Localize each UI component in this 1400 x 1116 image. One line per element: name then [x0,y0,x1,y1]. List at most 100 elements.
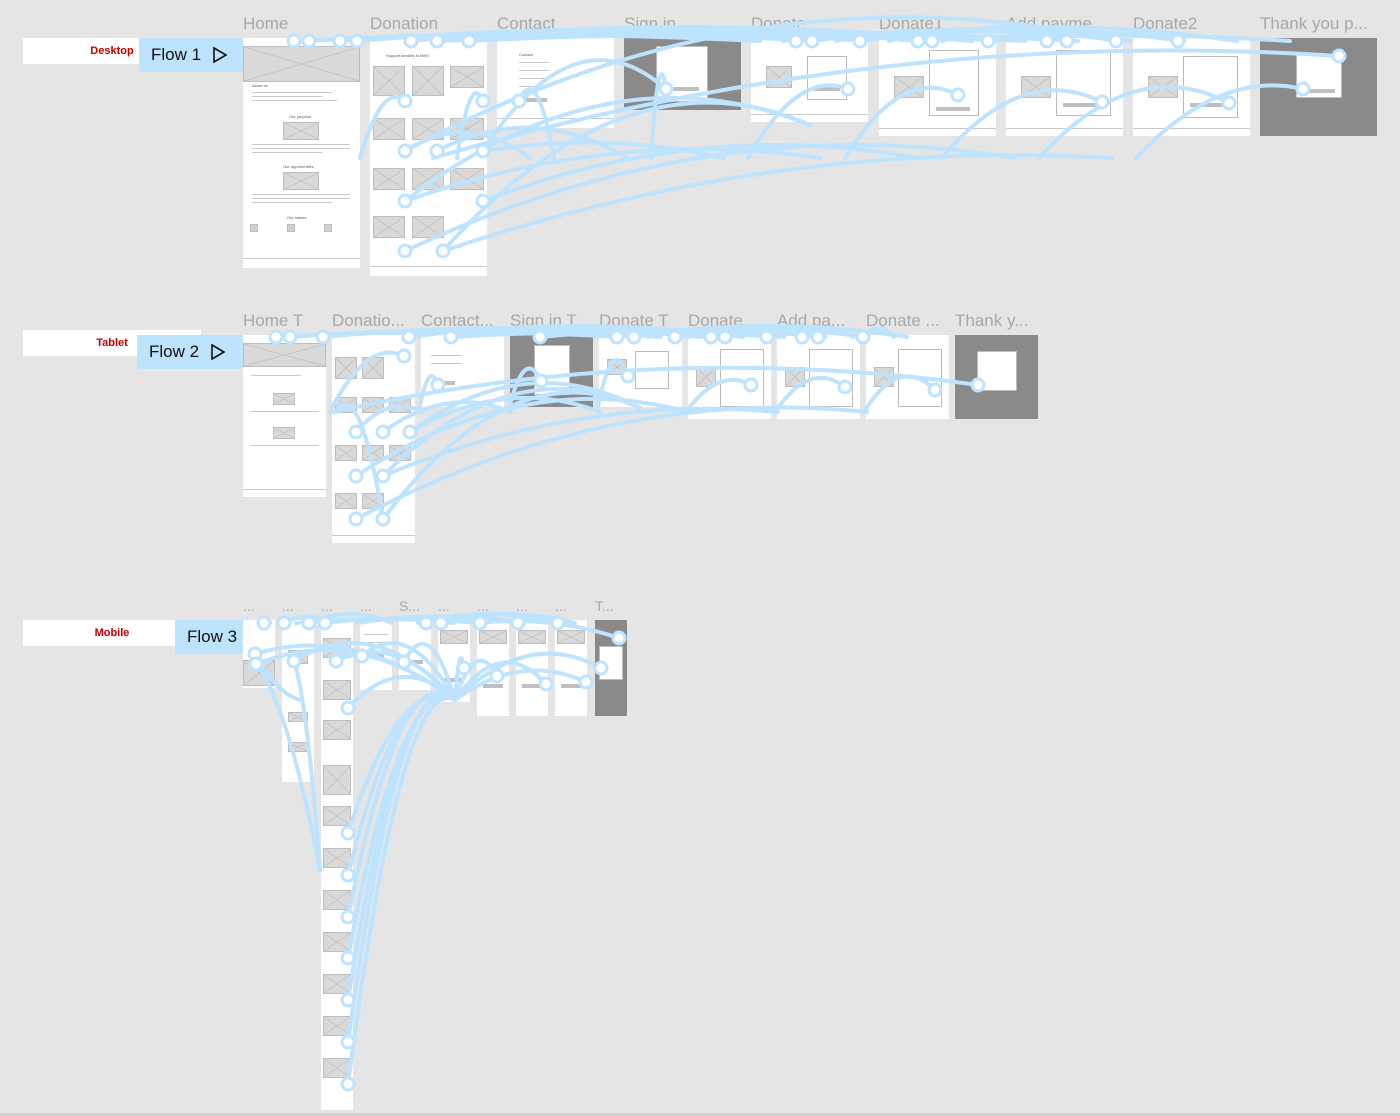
frame-contact[interactable]: Contact [497,38,614,128]
frame-title-mobile-8[interactable]: ... [516,598,528,614]
image-placeholder [288,742,308,752]
flow-1-button[interactable]: Flow 1 [139,38,243,72]
frame-donation-t[interactable] [332,335,415,543]
frame-sign-in-t[interactable] [510,335,593,407]
frame-title-home-t[interactable]: Home T [243,311,304,330]
frame-contact-t[interactable] [421,335,504,407]
frame-mobile-4[interactable] [360,620,392,690]
our-opportunities-heading: Our opportunities [283,164,314,169]
image-placeholder [766,66,792,88]
sign-in-modal [656,46,708,102]
frame-title-mobile-5[interactable]: S... [399,598,421,614]
sign-in-modal [534,345,570,395]
image-placeholder [389,445,411,461]
donate-form [720,349,764,407]
image-placeholder [362,357,384,379]
image-placeholder [389,397,411,413]
frame-donate-t[interactable] [599,335,682,407]
image-placeholder [412,118,444,140]
image-placeholder [362,493,384,509]
frame-mobile-10[interactable] [595,620,627,716]
connector-line [346,690,457,919]
frame-title-home[interactable]: Home [243,14,289,33]
frame-donate[interactable] [751,38,868,122]
frame-donation[interactable]: Support families in NWC [370,38,487,276]
connector-line [346,696,457,1086]
frame-home[interactable]: About us Our purpose Our opportunities O… [243,38,360,268]
flow-label: Flow 2 [149,342,200,361]
image-placeholder [323,720,351,740]
frame-mobile-8[interactable] [516,620,548,716]
frame-title-mobile-9[interactable]: ... [555,598,567,614]
frame-title-donation-t[interactable]: Donatio... [332,311,405,330]
canvas-bottom-edge [0,1113,1400,1116]
frame-title-donate1-t[interactable]: Donate ... [688,311,762,330]
image-placeholder [335,357,357,379]
frame-title-donate-t[interactable]: Donate T [599,311,669,330]
donate-form [635,351,669,389]
frame-donate1-t[interactable] [688,335,771,419]
frame-title-contact-t[interactable]: Contact... [421,311,494,330]
frame-title-sign-in-t[interactable]: Sign in T [510,311,577,330]
image-placeholder [894,76,924,98]
frame-mobile-9[interactable] [555,620,587,716]
frame-add-payment-t[interactable] [777,335,860,419]
image-placeholder [323,1058,351,1078]
frame-donate1[interactable] [879,38,996,136]
image-placeholder [479,630,507,644]
frame-title-donate[interactable]: Donate [751,14,806,33]
frame-title-mobile-1[interactable]: ... [243,598,255,614]
frame-title-donate2[interactable]: Donate2 [1133,14,1198,33]
frame-title-thank-you-t[interactable]: Thank y... [955,311,1029,330]
image-placeholder [323,806,351,826]
frame-title-mobile-10[interactable]: T... [595,598,614,614]
frame-title-add-payment-t[interactable]: Add pa... [777,311,846,330]
image-placeholder [785,367,805,387]
image-placeholder [273,427,295,439]
frame-mobile-5[interactable] [399,620,431,690]
image-placeholder [373,66,405,96]
frame-mobile-3[interactable] [321,620,353,1110]
donate-form [1183,56,1238,118]
donate-form [929,50,979,116]
image-placeholder [288,650,308,664]
frame-title-add-payment[interactable]: Add payme... [1006,14,1107,33]
frame-home-t[interactable] [243,335,326,497]
image-placeholder [373,118,405,140]
frame-sign-in[interactable] [624,38,741,110]
image-placeholder [287,224,295,232]
frame-title-mobile-6[interactable]: ... [438,598,450,614]
frame-mobile-6[interactable] [438,620,470,702]
image-placeholder [412,216,444,238]
frame-mobile-7[interactable] [477,620,509,716]
frame-title-donation[interactable]: Donation [370,14,439,33]
frame-thank-you-t[interactable] [955,335,1038,419]
image-placeholder [323,765,351,795]
frame-title-contact[interactable]: Contact [497,14,556,33]
frame-title-mobile-3[interactable]: ... [321,598,333,614]
image-placeholder [323,680,351,700]
image-placeholder [324,224,332,232]
frame-title-mobile-4[interactable]: ... [360,598,372,614]
image-placeholder [450,118,484,140]
frame-title-donate1[interactable]: Donate1 [879,14,944,33]
payment-form [809,349,853,407]
frame-donate2[interactable]: Support families in NWC [1133,38,1250,136]
frame-thank-you[interactable] [1260,38,1377,136]
flow-2-button[interactable]: Flow 2 [137,335,243,369]
frame-title-mobile-7[interactable]: ... [477,598,489,614]
frame-title-sign-in[interactable]: Sign in [624,14,676,33]
connector-line [481,142,920,203]
frame-title-thank-you[interactable]: Thank you p... [1260,14,1368,33]
frame-title-donate2-t[interactable]: Donate ... [866,311,940,330]
frame-add-payment[interactable] [1006,38,1123,136]
frame-mobile-1[interactable] [243,620,275,688]
connector-line [403,143,1017,253]
image-placeholder [440,630,468,644]
frame-mobile-2[interactable] [282,620,314,782]
image-placeholder [323,932,351,952]
frame-title-mobile-2[interactable]: ... [282,598,294,614]
frame-donate2-t[interactable] [866,335,949,419]
